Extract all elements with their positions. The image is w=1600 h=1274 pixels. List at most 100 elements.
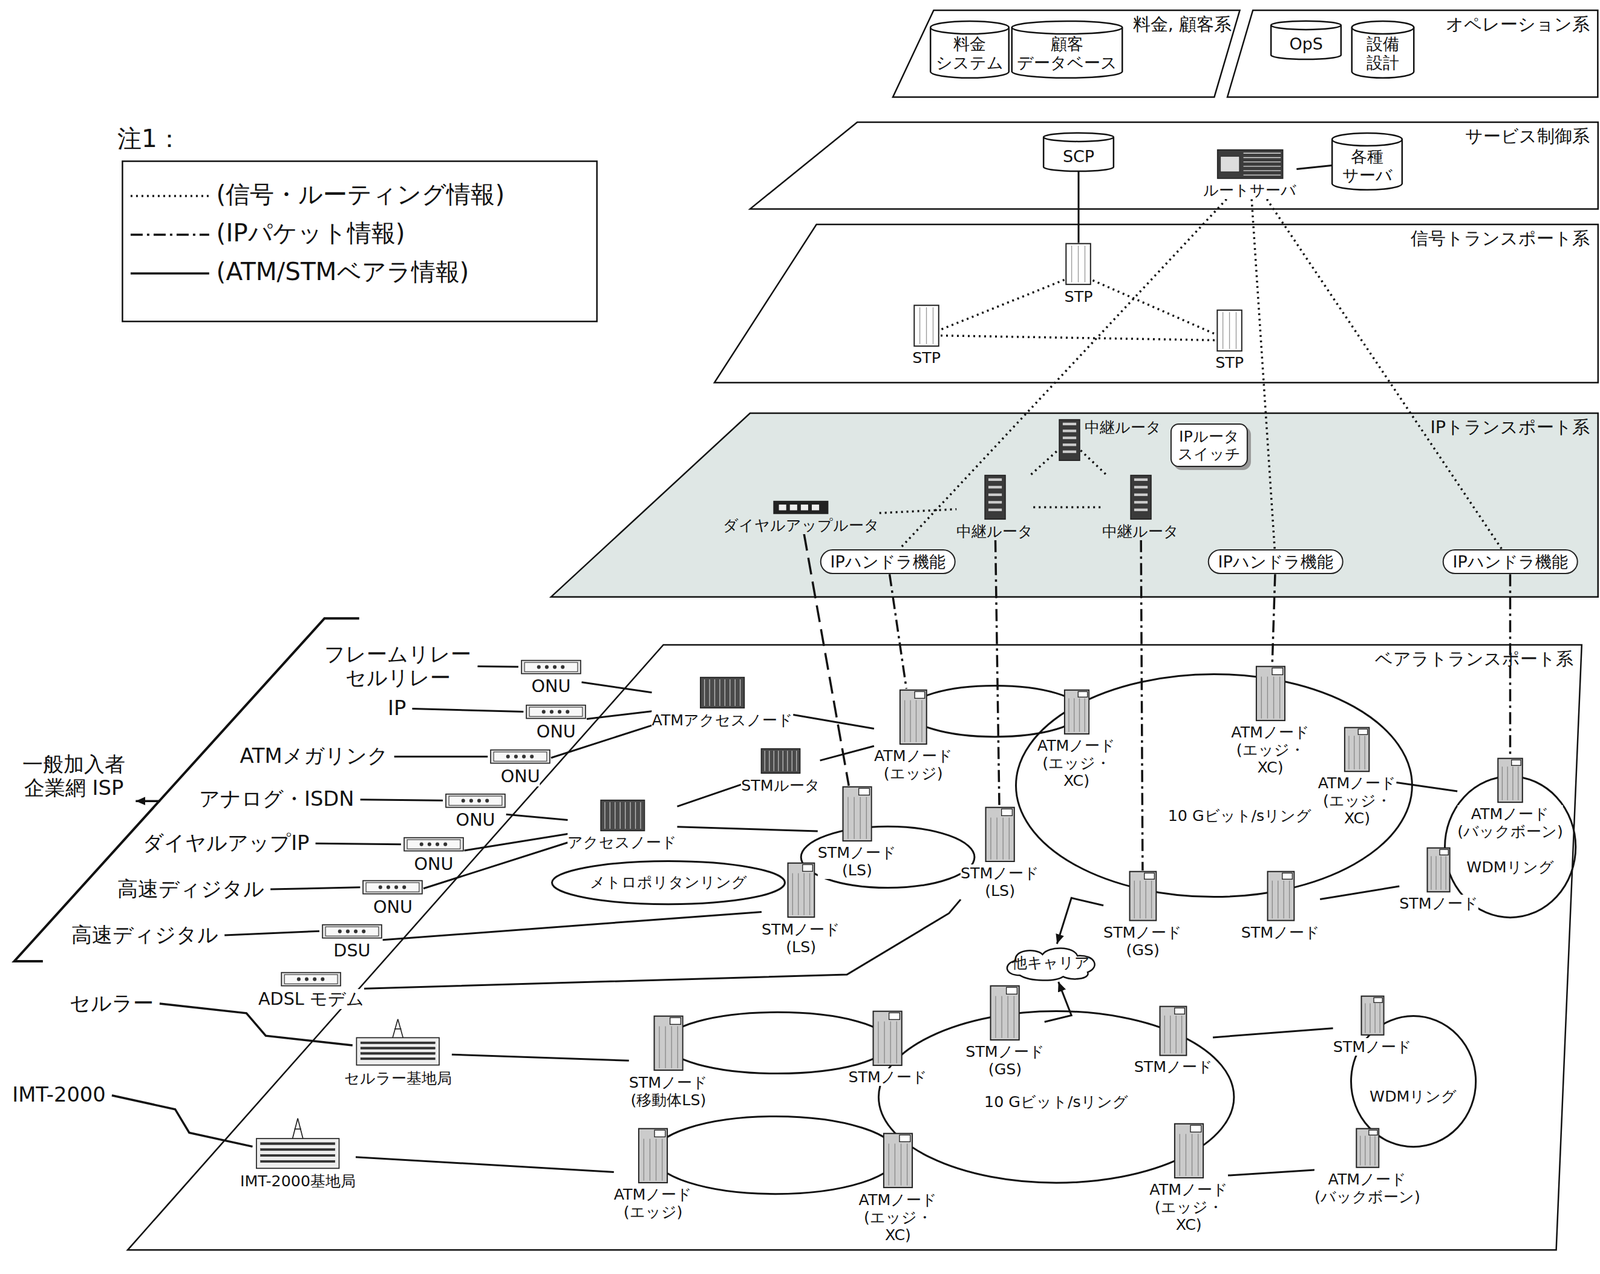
node-label: OpS [1289,34,1323,54]
database-cylinder: 設備 設計 [1350,20,1415,79]
router-node-icon [1059,419,1080,460]
switch-node-icon [1511,759,1521,766]
terminal-unit-icon [506,754,510,759]
terminal-unit-icon [304,977,309,982]
switch-node-icon [842,786,872,841]
cylinder-shape [1043,137,1114,142]
switch-node-icon [1356,1128,1379,1168]
switch-node-icon [1288,880,1290,919]
cylinder-shape [930,21,1009,79]
node-label: ONU [413,854,454,875]
switch-node-icon [889,1012,901,1020]
node-label: ATMノード (エッジ) [874,747,953,783]
cylinder-shape [1351,21,1414,79]
switch-node-icon [1002,817,1003,859]
server-rack-icon [1243,166,1281,167]
terminal-unit-icon [427,842,432,847]
switch-node-icon [1133,880,1135,919]
switch-node-icon [898,688,928,746]
terminal-unit-icon [313,977,317,982]
terminal-unit-icon [386,885,391,890]
stp-node-icon [926,307,927,345]
node-label: アクセスノード [567,833,677,852]
switch-node-icon [842,785,873,843]
terminal-unit-icon [521,659,581,674]
connector [940,280,1065,330]
connector [793,715,875,729]
router-node-icon [988,508,1002,512]
switch-node-icon [1364,1002,1366,1033]
switch-node-icon [1364,1135,1366,1166]
terminal-unit-icon [281,972,342,987]
cylinder-shape [1012,21,1123,79]
layer-heading: IPトランスポート系 [1430,417,1590,438]
leader-line [477,665,519,668]
access-node-icon [719,679,720,706]
stp-node-icon [1222,312,1224,350]
terminal-unit: ONU [444,793,506,831]
stp-node: STP [1215,309,1244,372]
switch-node-icon [786,862,816,919]
terminal-unit-icon [549,710,554,714]
database-cylinder: 料金 システム [929,20,1009,79]
terminal-unit-icon [560,664,565,669]
layer-plane: 信号トランスポート系STPSTPSTP [714,224,1599,383]
server-rack: ルートサーバ [1203,148,1297,200]
switch-node-icon [1439,849,1449,855]
switch-node: STMノード [1333,995,1412,1056]
ring-network: メトロポリタンリング [551,860,786,905]
legend-text: (ATM/STMベアラ情報) [216,257,470,287]
switch-node: ATMノード (エッジ・XC) [1037,688,1117,791]
terminal-unit-icon [477,798,481,803]
router-node-icon [1134,486,1148,489]
terminal-unit-icon [493,751,547,761]
connector [1272,574,1276,666]
ring-label: メトロポリタンリング [587,874,750,892]
switch-node-icon [1497,757,1522,803]
dialup-router-icon [790,504,798,510]
terminal-unit-icon [520,659,582,675]
layer-plane: IPトランスポート系ダイヤルアップルータ中継ルータ中継ルータ中継ルータIPハンド… [551,413,1599,598]
radio-link [159,1003,353,1046]
terminal-unit-icon [525,704,587,720]
switch-node-icon [1068,698,1069,732]
router-node-icon [988,501,1002,504]
switch-node-icon [1344,726,1371,773]
connector [879,509,957,513]
access-node-icon [739,679,741,706]
switch-node-icon [802,865,814,872]
radio-link [111,1095,253,1147]
server-rack-icon [1243,170,1281,172]
switch-node: ATMノード (エッジ・XC) [1231,665,1310,777]
ring-outline [551,861,785,905]
terminal-unit-icon [529,754,534,759]
terminal-unit-icon [419,842,424,847]
connector [1251,199,1275,549]
server-rack-icon [1243,157,1281,158]
terminal-unit-icon [522,754,526,759]
terminal-unit-icon [490,750,550,764]
connector [1266,199,1502,549]
switch-node-icon [995,995,997,1038]
switch-node-icon [787,863,815,918]
router-node: 中継ルータ [1102,474,1179,540]
connector [355,1157,614,1173]
layer-heading: オペレーション系 [1445,14,1590,35]
node-label: SCP [1062,146,1095,166]
switch-node-icon [1266,870,1295,922]
switch-node-icon [1064,689,1089,734]
terminal-unit-icon [361,929,366,933]
switch-node-icon [643,1139,645,1181]
switch-node-icon [883,1133,913,1188]
switch-node-icon [1359,1135,1361,1166]
terminal-unit: ADSL モデム [258,971,365,1009]
switch-node-icon [1497,757,1524,804]
switch-node-icon [654,1129,666,1137]
switch-node-icon [900,689,927,744]
router-node-icon [1129,474,1152,521]
switch-node-icon [1273,676,1274,719]
switch-node: STMノード (GS) [965,984,1045,1078]
access-node-icon [629,802,631,829]
access-node-icon [764,751,766,772]
terminal-unit-icon [353,929,358,933]
